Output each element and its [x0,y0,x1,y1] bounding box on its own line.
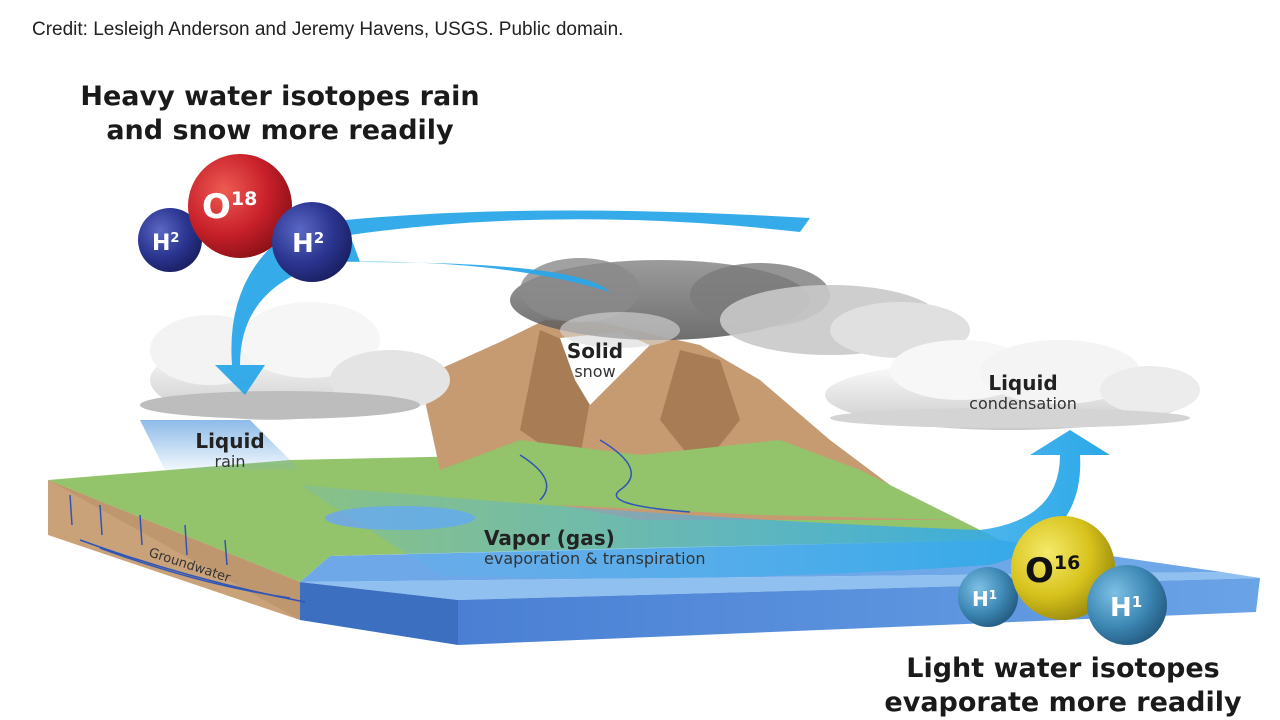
liquid-rain-label: Liquid rain [170,430,290,472]
solid-label-sub: snow [574,362,616,381]
light-hydrogen-right [1087,565,1167,645]
light-h2-mass: 1 [1132,593,1142,611]
vapor-arrow [300,430,1110,579]
light-oxygen-mass: 16 [1054,552,1080,574]
light-h1-symbol: H [972,587,989,611]
condensation-label-main: Liquid [988,371,1058,395]
heavy-h2-mass: 2 [314,229,324,247]
light-title-line-1: Light water isotopes [906,653,1220,684]
light-h2-symbol: H [1110,593,1132,623]
vapor-label: Vapor (gas) evaporation & transpiration [484,527,788,569]
rain-label-sub: rain [214,452,246,471]
heavy-title-line-2: and snow more readily [106,115,454,146]
svg-text:H2: H2 [152,231,179,256]
mountain [420,320,960,520]
svg-text:H2: H2 [292,229,324,259]
solid-snow-label: Solid snow [545,340,645,382]
light-isotopes-title: Light water isotopes evaporate more read… [848,652,1278,720]
heavy-hydrogen-left [138,208,202,272]
heavy-hydrogen-right [272,202,352,282]
condensation-label-sub: condensation [969,394,1077,413]
rain-cloud [140,302,450,470]
heavy-oxygen [188,154,292,258]
credit-line: Credit: Lesleigh Anderson and Jeremy Hav… [32,19,624,40]
light-molecule: O16 H1 H1 [958,516,1167,645]
heavy-isotopes-title: Heavy water isotopes rain and snow more … [40,80,520,148]
heavy-h2-symbol: H [292,229,314,259]
heavy-h1-mass: 2 [170,231,179,246]
heavy-oxygen-symbol: O [202,187,231,227]
heavy-molecule: O18 H2 H2 [138,154,352,282]
light-h1-mass: 1 [989,588,997,602]
liquid-condensation-label: Liquid condensation [930,372,1116,414]
light-oxygen-symbol: O [1025,551,1054,591]
svg-text:O18: O18 [202,187,257,227]
condensation-cloud [825,340,1200,430]
light-hydrogen-left [958,567,1018,627]
svg-text:H1: H1 [1110,593,1142,623]
light-title-line-2: evaporate more readily [884,687,1242,718]
vapor-label-sub: evaporation & transpiration [484,549,706,568]
vapor-label-main: Vapor (gas) [484,526,615,550]
heavy-oxygen-mass: 18 [231,188,257,210]
solid-label-main: Solid [566,339,624,363]
heavy-h1-symbol: H [152,231,170,256]
svg-text:O16: O16 [1025,551,1080,591]
groundwater-flow [69,494,306,603]
svg-text:H1: H1 [972,587,997,611]
rain-label-main: Liquid [195,429,265,453]
heavy-title-line-1: Heavy water isotopes rain [80,81,480,112]
